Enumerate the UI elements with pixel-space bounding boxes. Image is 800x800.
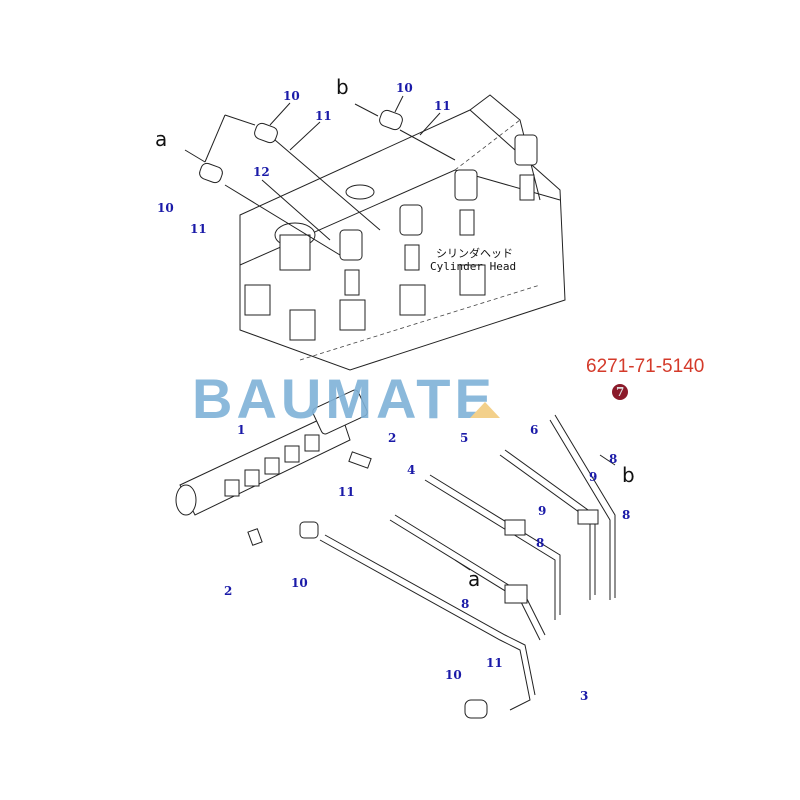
callout: 6 bbox=[530, 423, 538, 437]
callout: 11 bbox=[434, 99, 451, 113]
injectors bbox=[339, 134, 538, 296]
label-japanese: シリンダヘッド bbox=[436, 246, 513, 260]
logo-triangle bbox=[470, 402, 500, 418]
callout: 10 bbox=[396, 81, 413, 95]
callout: 7 bbox=[616, 385, 624, 399]
common-rail-drawing bbox=[175, 389, 372, 546]
label-cylinder-head: Cylinder Head bbox=[430, 260, 516, 273]
part-number: 6271-71-5140 bbox=[586, 356, 704, 377]
callout: 8 bbox=[622, 508, 630, 522]
callout: 10 bbox=[157, 201, 174, 215]
callout: 11 bbox=[338, 485, 355, 499]
callout: 2 bbox=[224, 584, 232, 598]
watermark-logo: BAUMATE bbox=[192, 367, 496, 430]
callout: 11 bbox=[190, 222, 207, 236]
top-leaders bbox=[184, 95, 456, 256]
callout: 1 bbox=[237, 423, 245, 437]
callout: 8 bbox=[609, 452, 617, 466]
callout-letter: a bbox=[468, 567, 480, 591]
callout: 8 bbox=[461, 597, 469, 611]
callout: 10 bbox=[445, 668, 462, 682]
callout: 11 bbox=[315, 109, 332, 123]
callout: 2 bbox=[388, 431, 396, 445]
callout: 4 bbox=[407, 463, 415, 477]
callout: 3 bbox=[580, 689, 588, 703]
callout: 10 bbox=[283, 89, 300, 103]
callout-letter: a bbox=[155, 127, 167, 151]
callout: 9 bbox=[538, 504, 546, 518]
marker-dot bbox=[612, 384, 628, 400]
callout: 5 bbox=[460, 431, 468, 445]
fuel-pipes-drawing bbox=[319, 414, 616, 719]
callout: 12 bbox=[253, 165, 270, 179]
callout-letter: b bbox=[336, 75, 349, 99]
callout: 11 bbox=[486, 656, 503, 670]
cylinder-head-drawing bbox=[239, 94, 566, 371]
callout: 9 bbox=[589, 470, 597, 484]
callout: 10 bbox=[291, 576, 308, 590]
callout: 8 bbox=[536, 536, 544, 550]
callout-letter: b bbox=[622, 463, 635, 487]
